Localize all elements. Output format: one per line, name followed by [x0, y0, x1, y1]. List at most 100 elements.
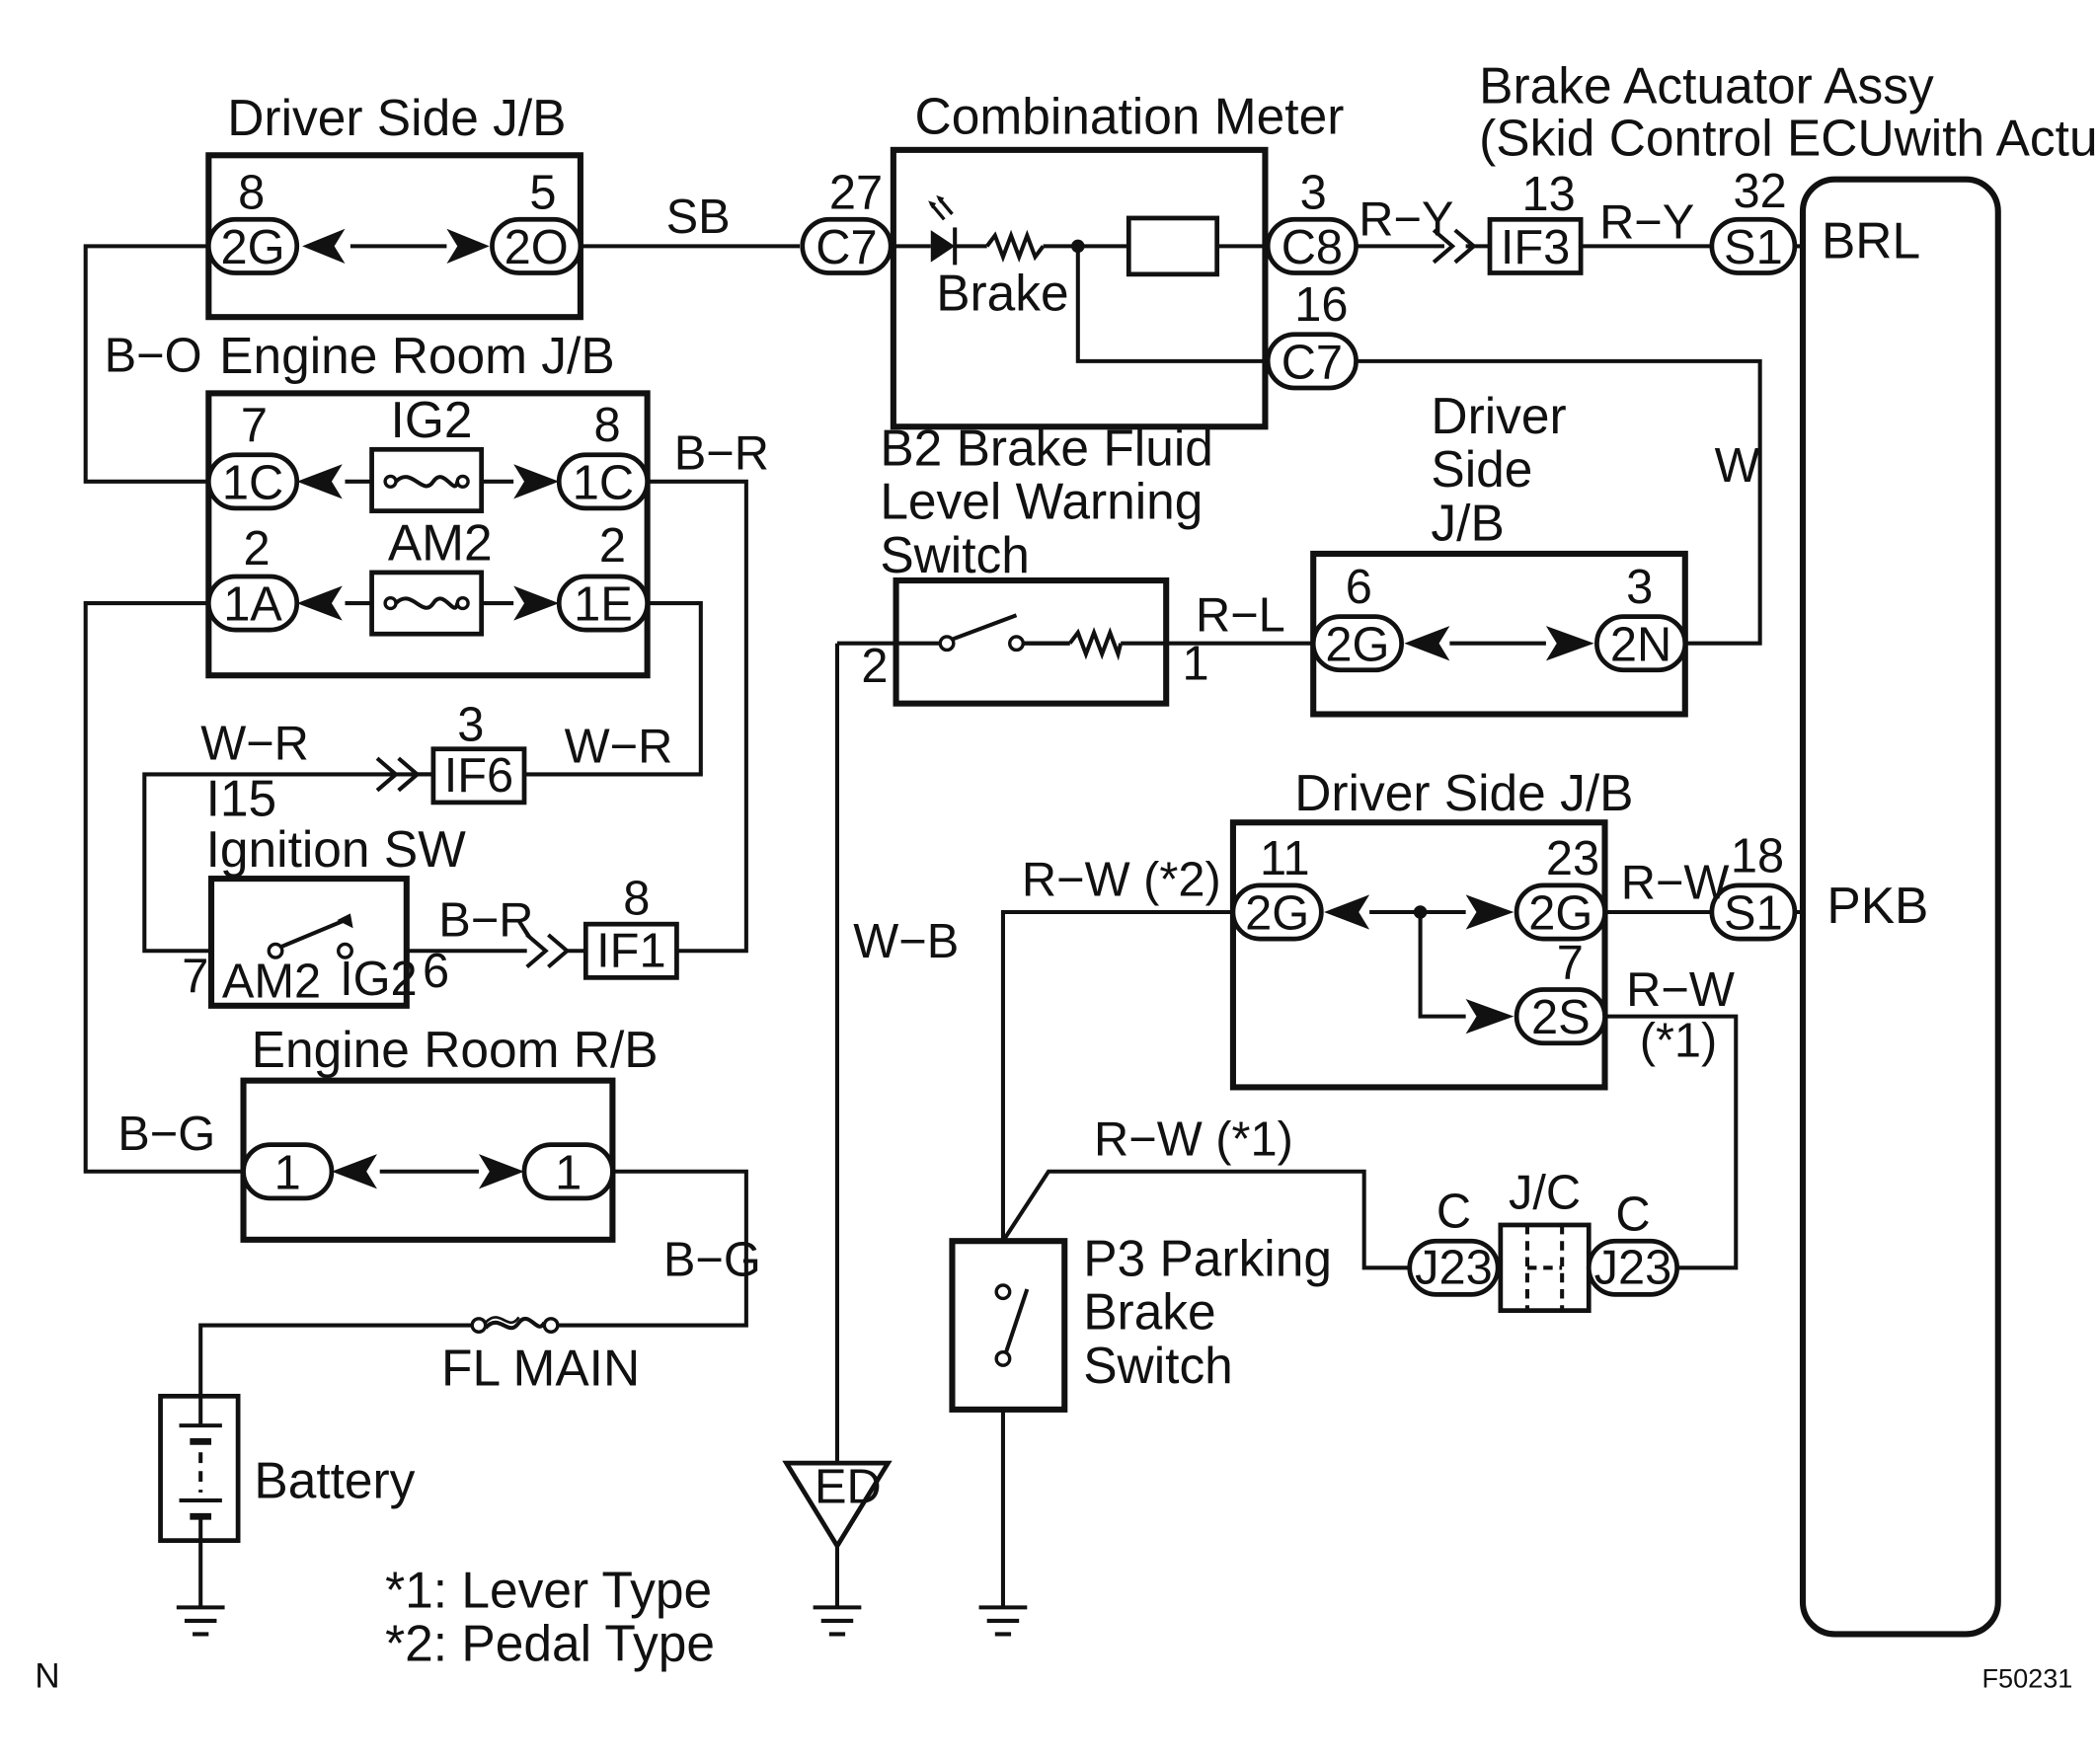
- engine-jb-title: Engine Room J/B: [219, 327, 615, 384]
- pin-number: 6: [1346, 561, 1372, 614]
- connector-code: 2G: [220, 221, 284, 274]
- wire-label: W−R: [200, 718, 309, 771]
- wire-label: R−W: [1621, 856, 1730, 909]
- pin-number: 32: [1734, 165, 1787, 218]
- pin-number: 27: [829, 166, 883, 219]
- combination-meter-title: Combination Meter: [915, 88, 1345, 145]
- parking-switch-title: P3 Parking: [1083, 1229, 1332, 1286]
- ground-icon: [176, 1605, 225, 1637]
- wire-label: R−Y: [1599, 195, 1694, 249]
- connector-code: J23: [1415, 1242, 1493, 1295]
- parking-switch-title: Switch: [1083, 1337, 1233, 1394]
- connector-code: 2G: [1325, 618, 1389, 671]
- brake-fluid-switch-box: [893, 576, 1170, 707]
- pin-number: 16: [1294, 278, 1348, 332]
- ground-icon: [978, 1605, 1028, 1637]
- ground-point-label: ED: [815, 1461, 882, 1514]
- wire-label: B−G: [117, 1108, 215, 1161]
- ignition-sw-box: [207, 876, 410, 1009]
- jc-box: [1495, 1222, 1592, 1314]
- pin-number: 8: [623, 873, 650, 926]
- pin-number: 7: [241, 399, 268, 452]
- wire-label: W: [1715, 439, 1760, 493]
- wire-label: (*1): [1640, 1014, 1718, 1067]
- ground-icon: [813, 1605, 862, 1637]
- wire-label: B−R: [674, 427, 769, 481]
- pin-number: 13: [1522, 168, 1576, 221]
- pin-number: 23: [1546, 832, 1599, 885]
- connector-code: IF6: [444, 749, 513, 803]
- pin-number: C: [1615, 1188, 1650, 1241]
- fl-main-label: FL MAIN: [441, 1340, 640, 1397]
- engine-jb-box: [205, 390, 651, 679]
- pin-number: 18: [1731, 829, 1784, 882]
- connector-code: C7: [816, 221, 877, 274]
- meter-symbols: [928, 194, 1220, 277]
- fl-main-fusible-link-icon: [470, 1316, 560, 1335]
- pin-number: 2: [861, 640, 888, 693]
- ignition-switch-contacts: [267, 913, 353, 959]
- pin-number: 8: [238, 166, 265, 219]
- pkb-terminal-label: PKB: [1826, 877, 1928, 934]
- wire-color-labels: SB B−O B−R W−R W−R B−R B−G B−G R−Y R−Y W…: [105, 191, 1760, 1287]
- driver-jb-mid-title: Driver: [1431, 387, 1566, 444]
- connector-code: 2G: [1245, 887, 1309, 941]
- driver-jb-mid-title: Side: [1431, 440, 1532, 498]
- brake-fluid-switch-title: B2 Brake Fluid: [880, 420, 1213, 477]
- am2-fuse-label: AM2: [388, 514, 493, 572]
- wire-label: R−W: [1626, 963, 1735, 1017]
- brake-actuator-box: [1799, 176, 2001, 1638]
- parking-switch-title: Brake: [1083, 1283, 1215, 1341]
- pin-number: 7: [1557, 937, 1584, 990]
- connector-code: 1: [274, 1146, 301, 1199]
- connector-code: 2O: [505, 221, 569, 274]
- battery-label: Battery: [254, 1451, 415, 1508]
- driver-jb-mid-title: J/B: [1431, 494, 1504, 551]
- ground-point-ed-icon: [782, 1460, 893, 1551]
- pin-number: 2: [244, 522, 271, 575]
- connector-codes: 2G 2O 1C 1C 1A 1E 1 1 IF6 IF1 C7 C8 C7 I…: [220, 221, 1782, 1295]
- meter-module-icon: [1126, 215, 1220, 277]
- connector-code: S1: [1724, 887, 1783, 941]
- pin-number: 3: [457, 699, 484, 752]
- wire-label: B−R: [438, 893, 533, 947]
- connector-code: 1: [555, 1146, 582, 1199]
- wire-label: R−W (*1): [1094, 1113, 1293, 1167]
- connector-code: IF3: [1501, 221, 1570, 274]
- connector-code: C7: [1282, 336, 1343, 389]
- parking-switch-contacts: [994, 1283, 1030, 1367]
- battery-icon: [158, 1393, 241, 1544]
- wire-label: R−L: [1196, 589, 1285, 643]
- sw-ig2-label: IG2: [340, 953, 418, 1006]
- footnotes: *1: Lever Type *2: Pedal Type: [385, 1561, 715, 1671]
- connector-code: 2N: [1610, 618, 1671, 671]
- pin-number: 5: [529, 166, 556, 219]
- connector-code: 1C: [222, 456, 283, 509]
- pin-number: 6: [423, 945, 449, 998]
- figure-id: F50231: [1982, 1663, 2073, 1694]
- driver-jb-top-title: Driver Side J/B: [227, 89, 566, 146]
- meter-resistor-icon: [985, 229, 1046, 264]
- corner-mark: N: [35, 1657, 59, 1696]
- wire-label: R−W (*2): [1022, 854, 1221, 907]
- brake-fluid-switch-contacts: [938, 613, 1124, 661]
- driver-jb-lower-box: [1229, 819, 1608, 1091]
- pin-number: 8: [593, 399, 620, 452]
- pin-number: 1: [1182, 637, 1208, 690]
- fuses: [369, 446, 560, 1335]
- brake-lamp-label: Brake: [936, 264, 1068, 321]
- brake-fluid-switch-title: Switch: [880, 526, 1030, 583]
- component-labels: Driver Side J/B Engine Room J/B Combinat…: [206, 56, 2097, 1508]
- parking-switch-box: [949, 1238, 1068, 1413]
- combination-meter-box: [890, 146, 1269, 430]
- wire-label: R−Y: [1359, 193, 1453, 247]
- pin-number: 7: [182, 950, 208, 1003]
- connector-code: 1A: [223, 578, 282, 632]
- jc-label: J/C: [1509, 1167, 1581, 1220]
- brake-actuator-title: Brake Actuator Assy: [1479, 56, 1934, 114]
- connector-code: IF1: [596, 925, 665, 978]
- brake-warning-led-icon: [928, 194, 958, 266]
- connector-code: 2S: [1531, 991, 1591, 1044]
- am2-fuse-icon: [369, 570, 485, 637]
- connector-code: J23: [1594, 1242, 1672, 1295]
